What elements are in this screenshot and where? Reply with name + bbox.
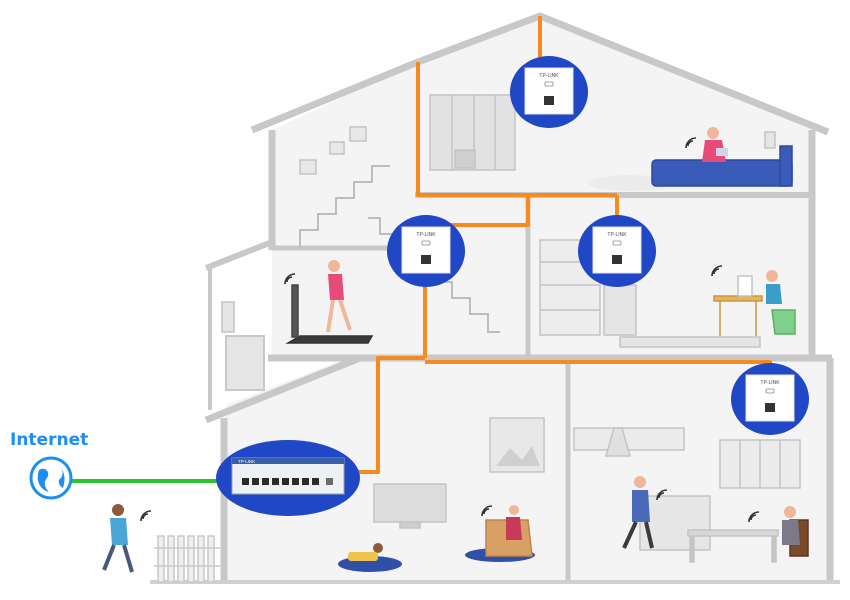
wifi-icon (284, 273, 296, 285)
ap-brand-label: TP-LINK (416, 232, 436, 238)
ap-brand-label: TP-LINK (607, 232, 627, 238)
attic-wall-ap[interactable]: TP-LINK (510, 56, 588, 128)
kitchen-wall-ap[interactable]: TP-LINK (731, 363, 809, 435)
switch-brand-label: TP-LINK (238, 459, 255, 464)
network-switch[interactable]: TP-LINK (216, 440, 360, 516)
wifi-icon (656, 489, 668, 501)
scenery (154, 94, 809, 583)
wifi-icon (748, 511, 760, 523)
wifi-signals (140, 137, 760, 523)
ap-brand-label: TP-LINK (760, 380, 780, 386)
wifi-icon (711, 265, 723, 277)
wifi-icon (481, 505, 493, 517)
house-shell (150, 12, 840, 584)
ap-brand-label: TP-LINK (539, 73, 559, 79)
wifi-icon (685, 137, 697, 149)
internet-label: Internet (10, 430, 89, 450)
people (102, 127, 800, 573)
stairs-wall-ap[interactable]: TP-LINK (387, 215, 465, 287)
globe-icon (29, 456, 73, 500)
study-wall-ap[interactable]: TP-LINK (578, 215, 656, 287)
wifi-icon (140, 510, 152, 522)
